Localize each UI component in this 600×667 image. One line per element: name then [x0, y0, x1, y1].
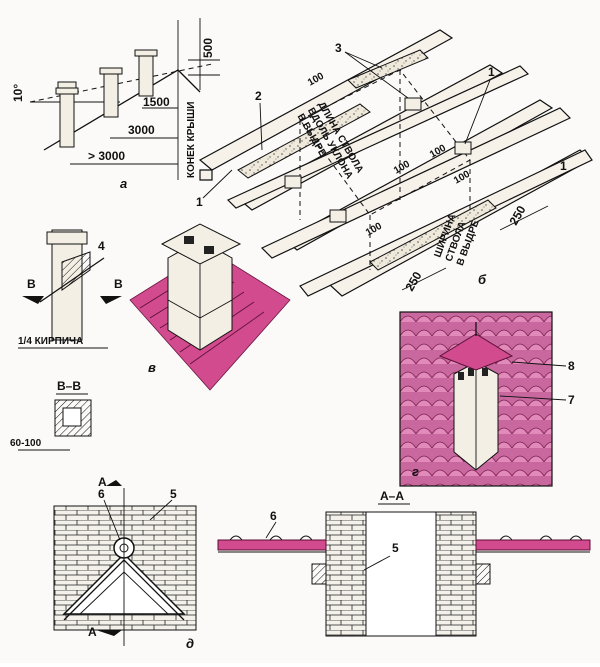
dim-500: 500 — [201, 38, 215, 58]
callout-8: 8 — [568, 359, 575, 373]
dim-250-b: 250 — [506, 203, 528, 228]
callout-1c: 1 — [560, 159, 567, 173]
section-title-bb: В–В — [57, 379, 81, 393]
callout-6b: 6 — [270, 509, 277, 523]
flashing-step — [61, 251, 91, 291]
board-width — [369, 199, 497, 271]
dim-3000-outer: > 3000 — [88, 149, 125, 163]
figure-letter-v: в — [148, 360, 156, 375]
dim-3000-inner: 3000 — [128, 123, 155, 137]
chimney-2 — [99, 67, 123, 118]
dim-100-4: 100 — [364, 221, 384, 239]
dim-1500: 1500 — [143, 95, 170, 109]
figure-letter-b: б — [478, 272, 487, 287]
callout-3: 3 — [335, 41, 342, 55]
figure-v: 4 В В 1/4 КИРПИЧА В–В 60-100 в — [10, 223, 291, 451]
section-mark-a-bottom: А — [88, 625, 97, 639]
callout-5b: 5 — [392, 541, 399, 555]
callout-1b: 1 — [488, 65, 495, 79]
figure-g: 8 7 г — [399, 311, 575, 487]
chimney-cap — [438, 322, 514, 471]
section-mark-a-top: А — [98, 475, 107, 489]
board-2 — [237, 103, 371, 179]
chimney-3 — [134, 49, 158, 97]
figure-letter-a: а — [120, 176, 127, 191]
figure-b: 1 2 3 1 1 100 100 100 100 100 ДЛИНА СТВО… — [196, 29, 593, 297]
callout-5: 5 — [170, 487, 177, 501]
dim-10deg: 10° — [11, 84, 25, 102]
chimney-with-flashing — [129, 223, 291, 391]
callout-7: 7 — [568, 393, 575, 407]
dim-60-100: 60-100 — [10, 438, 42, 449]
callout-1a: 1 — [196, 195, 203, 209]
quarter-brick-label: 1/4 КИРПИЧА — [18, 336, 83, 347]
figure-letter-g: г — [412, 464, 419, 479]
dim-100-1: 100 — [306, 71, 326, 89]
section-mark-v-right: В — [114, 277, 123, 291]
section-title-aa: А–А — [380, 489, 404, 503]
chimney-1 — [55, 81, 79, 148]
callout-4: 4 — [98, 239, 105, 253]
callout-6: 6 — [98, 487, 105, 501]
figure-letter-d: д — [186, 636, 194, 651]
dim-250-a: 250 — [402, 269, 424, 294]
board-3 — [347, 49, 429, 89]
ridge-label: КОНЕК КРЫШИ — [186, 102, 197, 178]
callout-2: 2 — [255, 89, 262, 103]
figure-a: 500 10° 1500 3000 > 3000 КОНЕК КРЫШИ а — [11, 18, 220, 191]
figure-d: А А 6 5 д А–А 6 5 — [53, 475, 591, 651]
section-mark-v-left: В — [27, 277, 36, 291]
